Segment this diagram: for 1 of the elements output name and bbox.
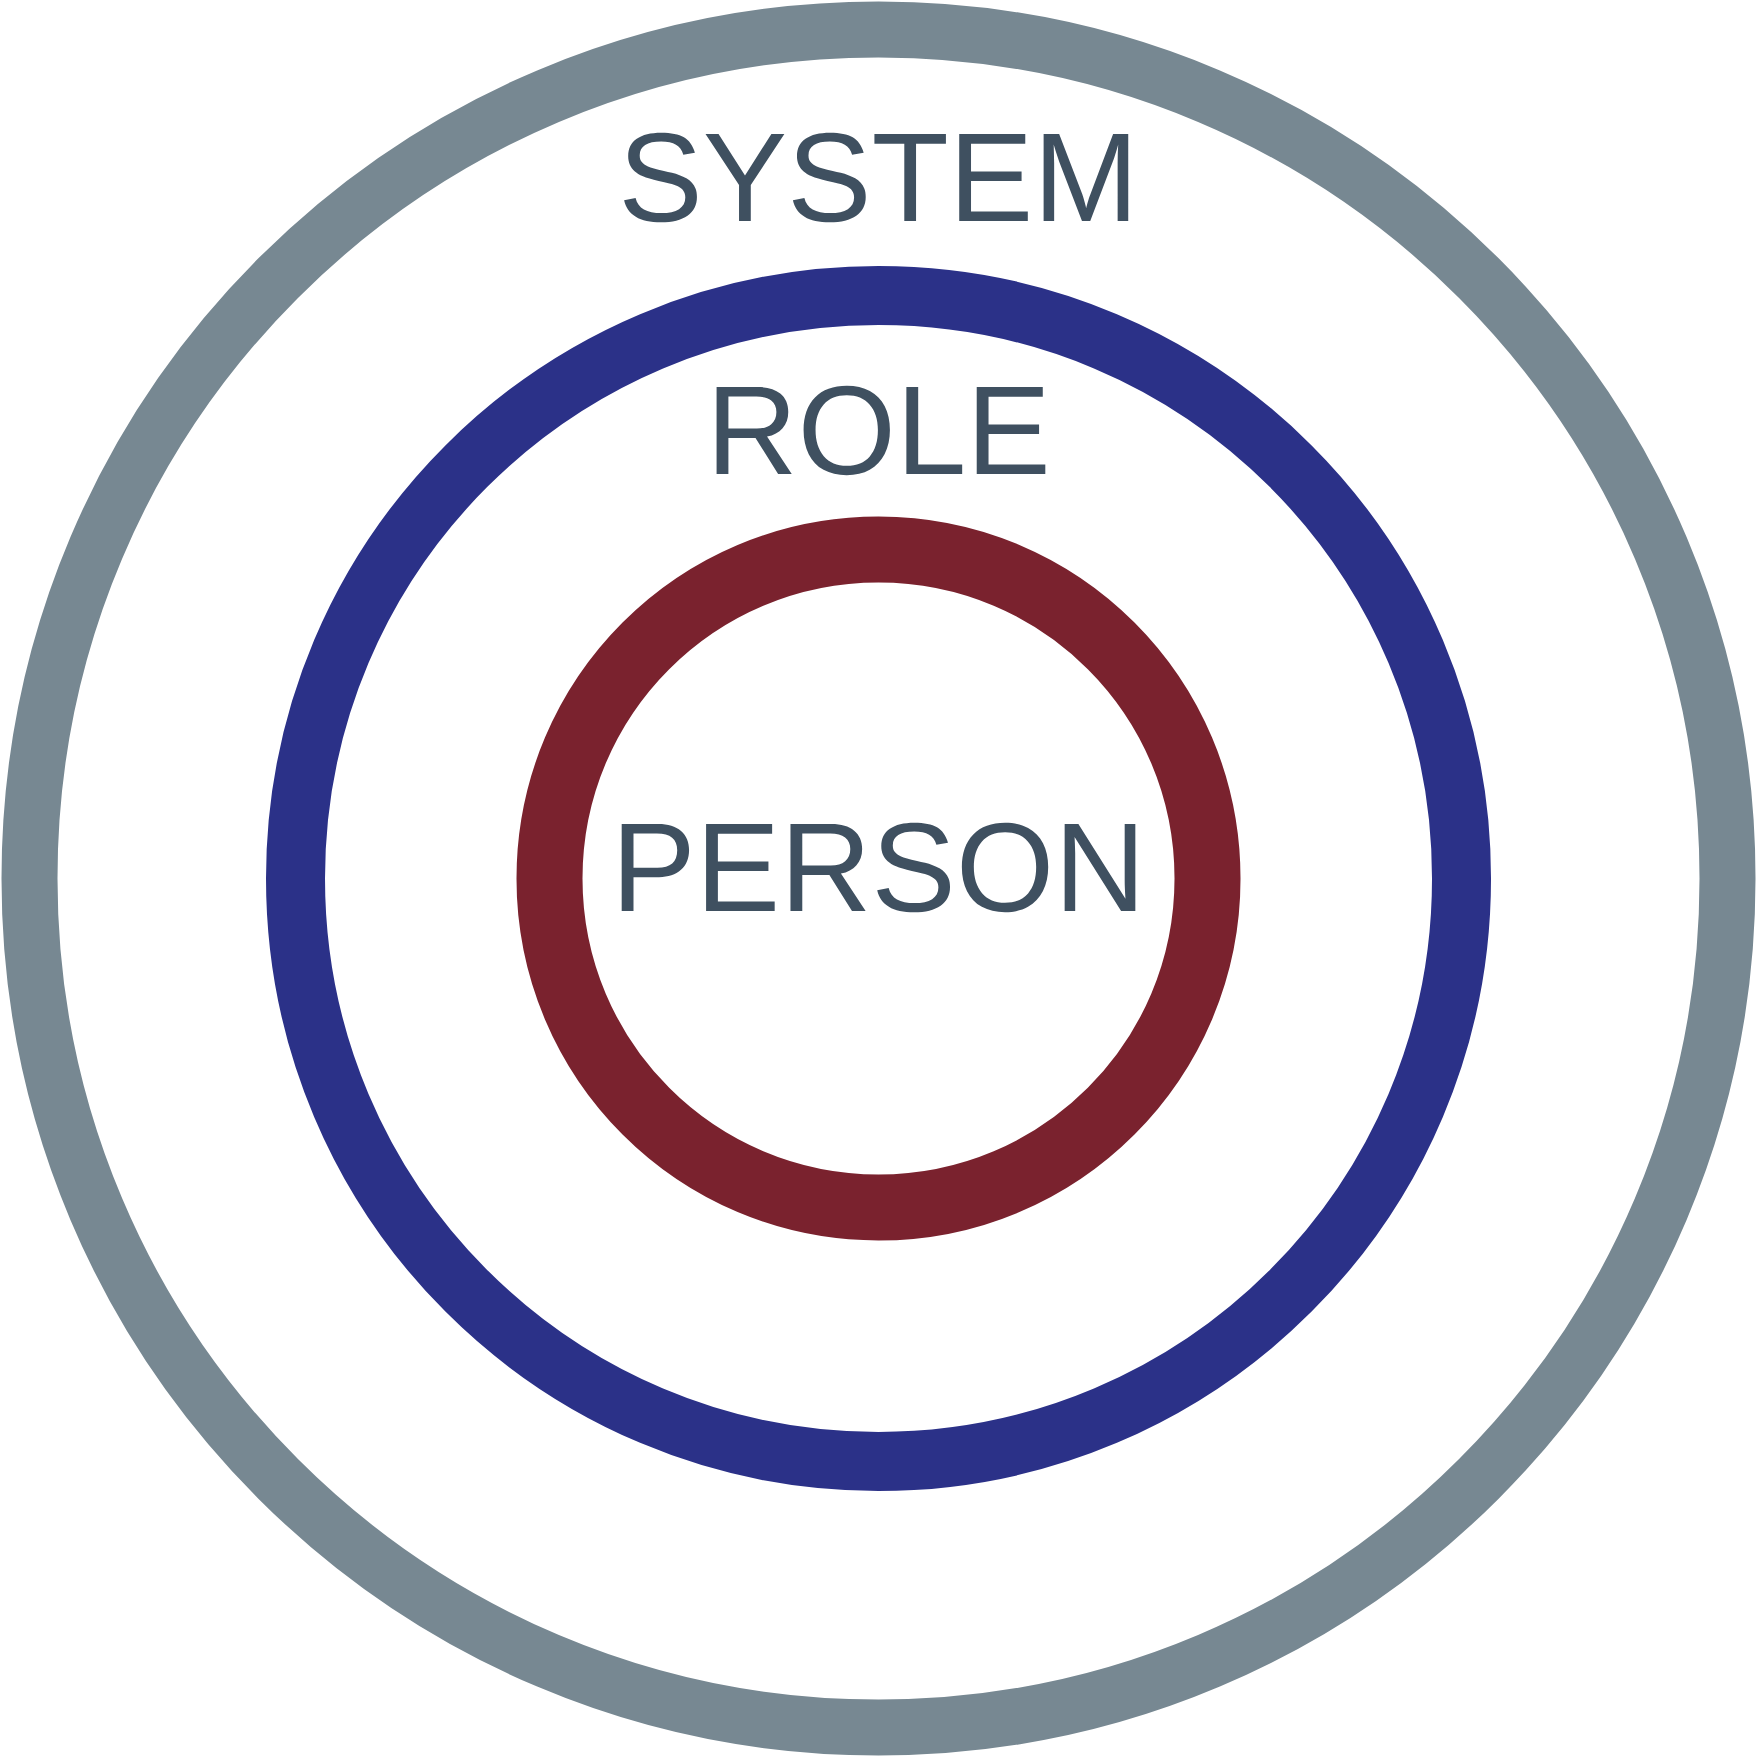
ring: PERSON [516, 516, 1241, 1241]
